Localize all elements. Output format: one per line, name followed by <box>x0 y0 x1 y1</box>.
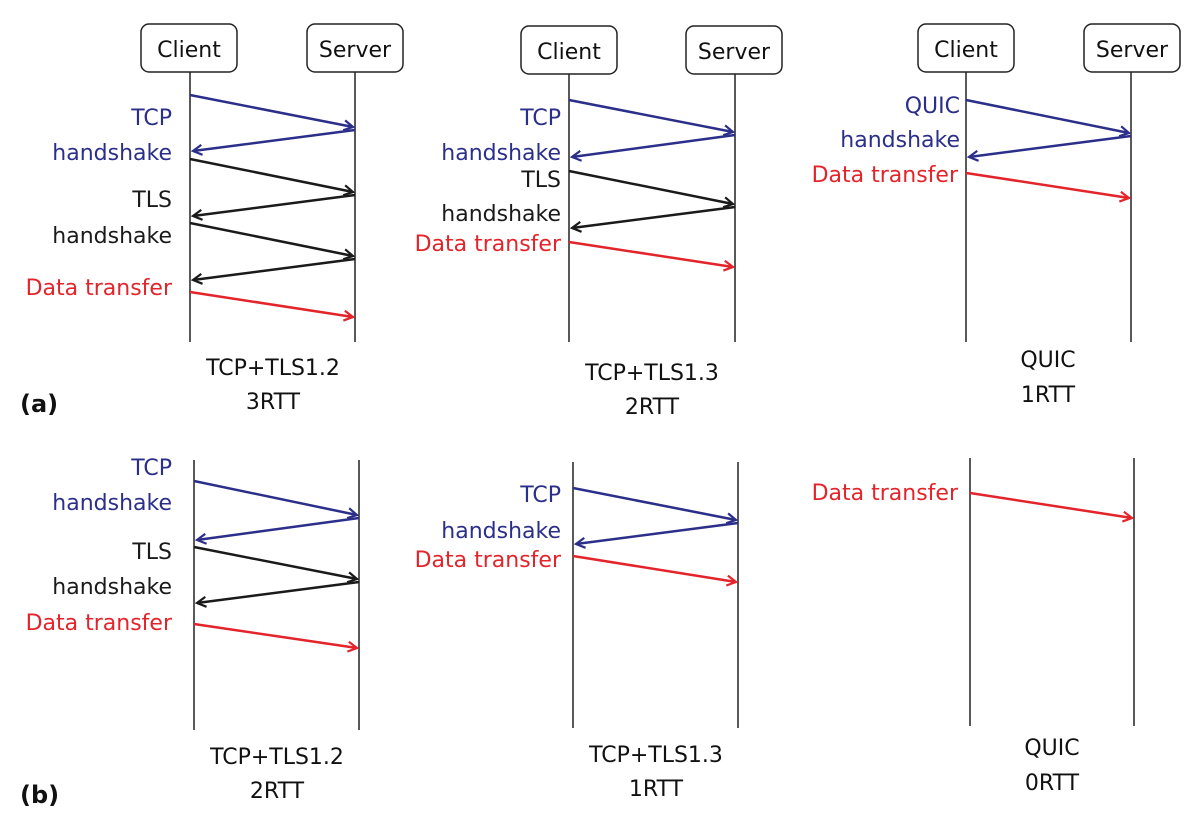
data-transfer-label: Data transfer <box>26 276 173 301</box>
panel-b2: TCP handshake Data transfer TCP+TLS1.3 1… <box>415 462 739 802</box>
server-box <box>1083 23 1181 73</box>
panel-title: QUIC <box>1020 348 1075 373</box>
tls-label: TLS <box>131 188 172 213</box>
quic-hello-arrow <box>965 98 1129 133</box>
tcp-synack-arrow <box>193 128 356 151</box>
tcp-syn-arrow <box>572 486 736 520</box>
panel-a1: Client Server TCP handshake TLS handshak… <box>26 23 404 415</box>
panel-title: TCP+TLS1.3 <box>584 361 719 386</box>
quic-label: QUIC <box>905 94 960 119</box>
part-b-label: (b) <box>20 781 59 809</box>
client-label: Client <box>537 40 601 65</box>
panel-rtt: 0RTT <box>1025 771 1080 796</box>
panel-b1: TCP handshake TLS handshake Data transfe… <box>26 456 360 804</box>
tcp-label: TCP <box>519 106 561 131</box>
tcp-label: TCP <box>130 106 172 131</box>
data-transfer-label: Data transfer <box>812 163 959 188</box>
tls-handshake-label: handshake <box>441 202 561 227</box>
data-transfer-label: Data transfer <box>415 548 562 573</box>
data-arrow <box>969 491 1132 518</box>
panel-a2: Client Server TCP handshake TLS handshak… <box>415 25 783 420</box>
tls-hello-arrow <box>189 157 353 192</box>
data-transfer-label: Data transfer <box>812 481 959 506</box>
panel-rtt: 2RTT <box>250 779 305 804</box>
server-box <box>685 25 783 75</box>
quic-reply-arrow <box>969 134 1132 157</box>
tls-server-hello-arrow <box>193 193 356 216</box>
quic-handshake-label: handshake <box>840 128 960 153</box>
tcp-synack-arrow <box>572 133 736 157</box>
panel-rtt: 3RTT <box>246 390 301 415</box>
tls-handshake-label: handshake <box>52 575 172 600</box>
panel-rtt: 1RTT <box>1021 383 1076 408</box>
client-label: Client <box>934 38 998 63</box>
panel-title: TCP+TLS1.2 <box>209 745 344 770</box>
tls-finished-arrow <box>189 221 353 256</box>
tcp-syn-arrow <box>193 479 357 515</box>
data-arrow <box>572 554 736 582</box>
tls-hello-arrow <box>568 169 733 204</box>
panel-rtt: 1RTT <box>629 777 684 802</box>
panel-title: TCP+TLS1.3 <box>588 743 723 768</box>
data-arrow <box>193 622 357 648</box>
tcp-label: TCP <box>130 456 172 481</box>
tcp-syn-arrow <box>568 98 733 132</box>
part-a-label: (a) <box>20 390 58 418</box>
tcp-synack-arrow <box>576 521 739 544</box>
panel-b3: Data transfer QUIC 0RTT <box>812 458 1135 796</box>
server-label: Server <box>1096 38 1169 63</box>
panel-rtt: 2RTT <box>625 395 680 420</box>
tls-label: TLS <box>131 540 172 565</box>
tls-server-hello-arrow <box>197 580 360 603</box>
data-transfer-label: Data transfer <box>26 611 173 636</box>
tcp-handshake-label: handshake <box>52 491 172 516</box>
tcp-handshake-label: handshake <box>441 519 561 544</box>
tls-server-hello-arrow <box>572 205 736 228</box>
tls-handshake-label: handshake <box>52 224 172 249</box>
tls-done-arrow <box>193 257 356 280</box>
client-label: Client <box>157 38 221 63</box>
panel-title: TCP+TLS1.2 <box>205 356 340 381</box>
tls-hello-arrow <box>193 545 357 579</box>
tcp-syn-arrow <box>189 93 353 127</box>
server-label: Server <box>698 40 771 65</box>
server-label: Server <box>319 38 392 63</box>
tcp-handshake-label: handshake <box>52 141 172 166</box>
data-arrow <box>189 290 353 317</box>
data-arrow <box>568 240 733 267</box>
tcp-handshake-label: handshake <box>441 141 561 166</box>
tcp-synack-arrow <box>197 516 360 540</box>
data-arrow <box>965 171 1129 198</box>
data-transfer-label: Data transfer <box>415 232 562 257</box>
client-box <box>140 23 238 73</box>
tls-label: TLS <box>520 168 561 193</box>
panel-a3: Client Server QUIC handshake Data transf… <box>812 23 1181 408</box>
tcp-label: TCP <box>519 483 561 508</box>
panel-title: QUIC <box>1024 736 1079 761</box>
